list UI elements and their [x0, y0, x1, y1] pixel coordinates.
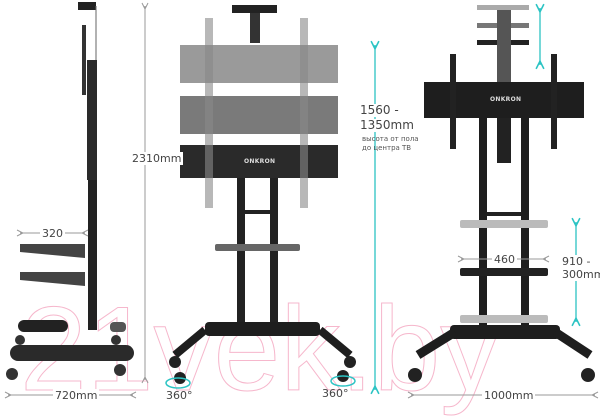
back-shelf-width-label: 460 — [492, 253, 517, 266]
back-base-width-label: 1000mm — [482, 389, 536, 402]
side-view — [6, 2, 145, 395]
side-shelf-width-label: 320 — [40, 227, 65, 240]
tv-height-label-2: 1350mm — [358, 118, 416, 132]
front-view — [165, 5, 375, 390]
brand-logo-front: ONKRON — [244, 158, 276, 165]
tv-height-label-1: 1560 - — [358, 103, 401, 117]
back-view — [408, 5, 595, 395]
rotation-right-label: 360° — [322, 387, 349, 400]
side-height-label: 2310mm — [130, 152, 184, 165]
shelf-height-label-1: 910 - — [560, 255, 593, 268]
shelf-height-label-2: 300mm — [560, 268, 600, 281]
rotation-left-label: 360° — [166, 389, 193, 402]
side-base-width-label: 720mm — [53, 389, 100, 402]
tv-height-note-2: до центра ТВ — [362, 144, 412, 152]
brand-logo-back: ONKRON — [490, 96, 522, 103]
tv-height-note-1: высота от пола — [362, 135, 419, 143]
